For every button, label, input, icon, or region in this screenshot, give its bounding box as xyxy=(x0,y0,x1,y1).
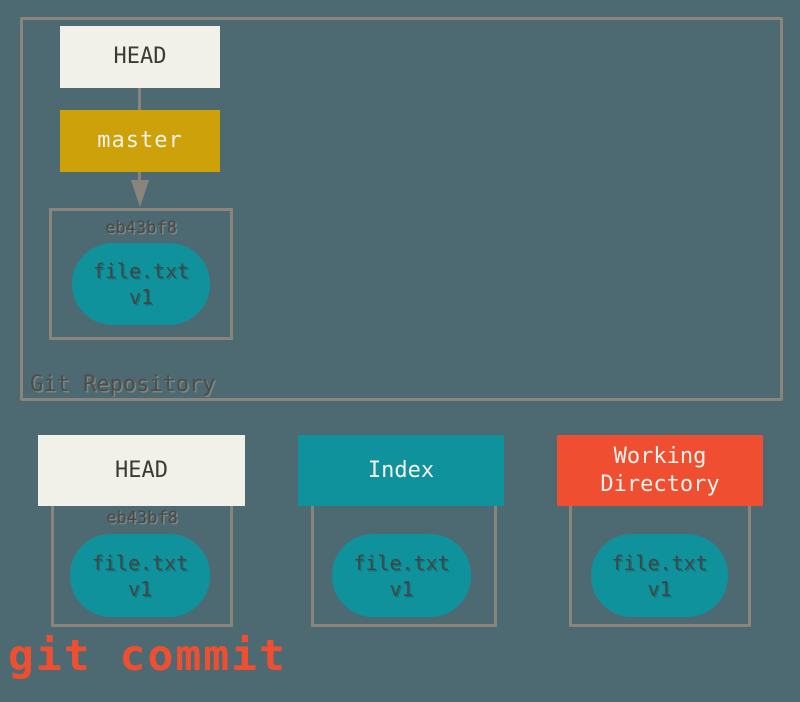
file-name: file.txt xyxy=(353,550,450,575)
file-blob-repository: file.txt v1 xyxy=(72,243,210,325)
head-column-title: HEAD xyxy=(115,457,168,483)
git-repository-label: Git Repository xyxy=(30,372,216,397)
file-version: v1 xyxy=(647,576,672,601)
git-repository-container xyxy=(20,17,783,401)
master-branch-label: master xyxy=(97,128,183,154)
head-ref-label: HEAD xyxy=(113,44,167,70)
file-name: file.txt xyxy=(92,259,190,283)
index-column-header: Index xyxy=(298,435,504,506)
file-blob-working-directory: file.txt v1 xyxy=(591,534,728,617)
master-to-commit-connector xyxy=(138,172,141,181)
arrow-down-icon xyxy=(131,180,149,207)
file-name: file.txt xyxy=(91,550,189,575)
head-column-header: HEAD xyxy=(38,435,245,506)
working-directory-column-title: Working Directory xyxy=(600,444,720,497)
file-version: v1 xyxy=(128,285,154,309)
index-column-title: Index xyxy=(367,457,435,483)
commit-hash-label: eb43bf8 xyxy=(105,218,177,238)
file-blob-head: file.txt v1 xyxy=(70,534,210,617)
head-to-master-connector xyxy=(138,88,141,110)
commit-box xyxy=(49,208,233,340)
master-branch-box: master xyxy=(60,110,220,172)
file-blob-index: file.txt v1 xyxy=(332,534,471,617)
working-directory-column-header: Working Directory xyxy=(557,435,763,506)
file-version: v1 xyxy=(389,576,414,601)
head-column-hash-label: eb43bf8 xyxy=(106,508,178,528)
file-version: v1 xyxy=(127,576,153,601)
git-commit-caption: git commit xyxy=(8,631,287,681)
file-name: file.txt xyxy=(611,550,708,575)
head-ref-box: HEAD xyxy=(60,26,220,88)
